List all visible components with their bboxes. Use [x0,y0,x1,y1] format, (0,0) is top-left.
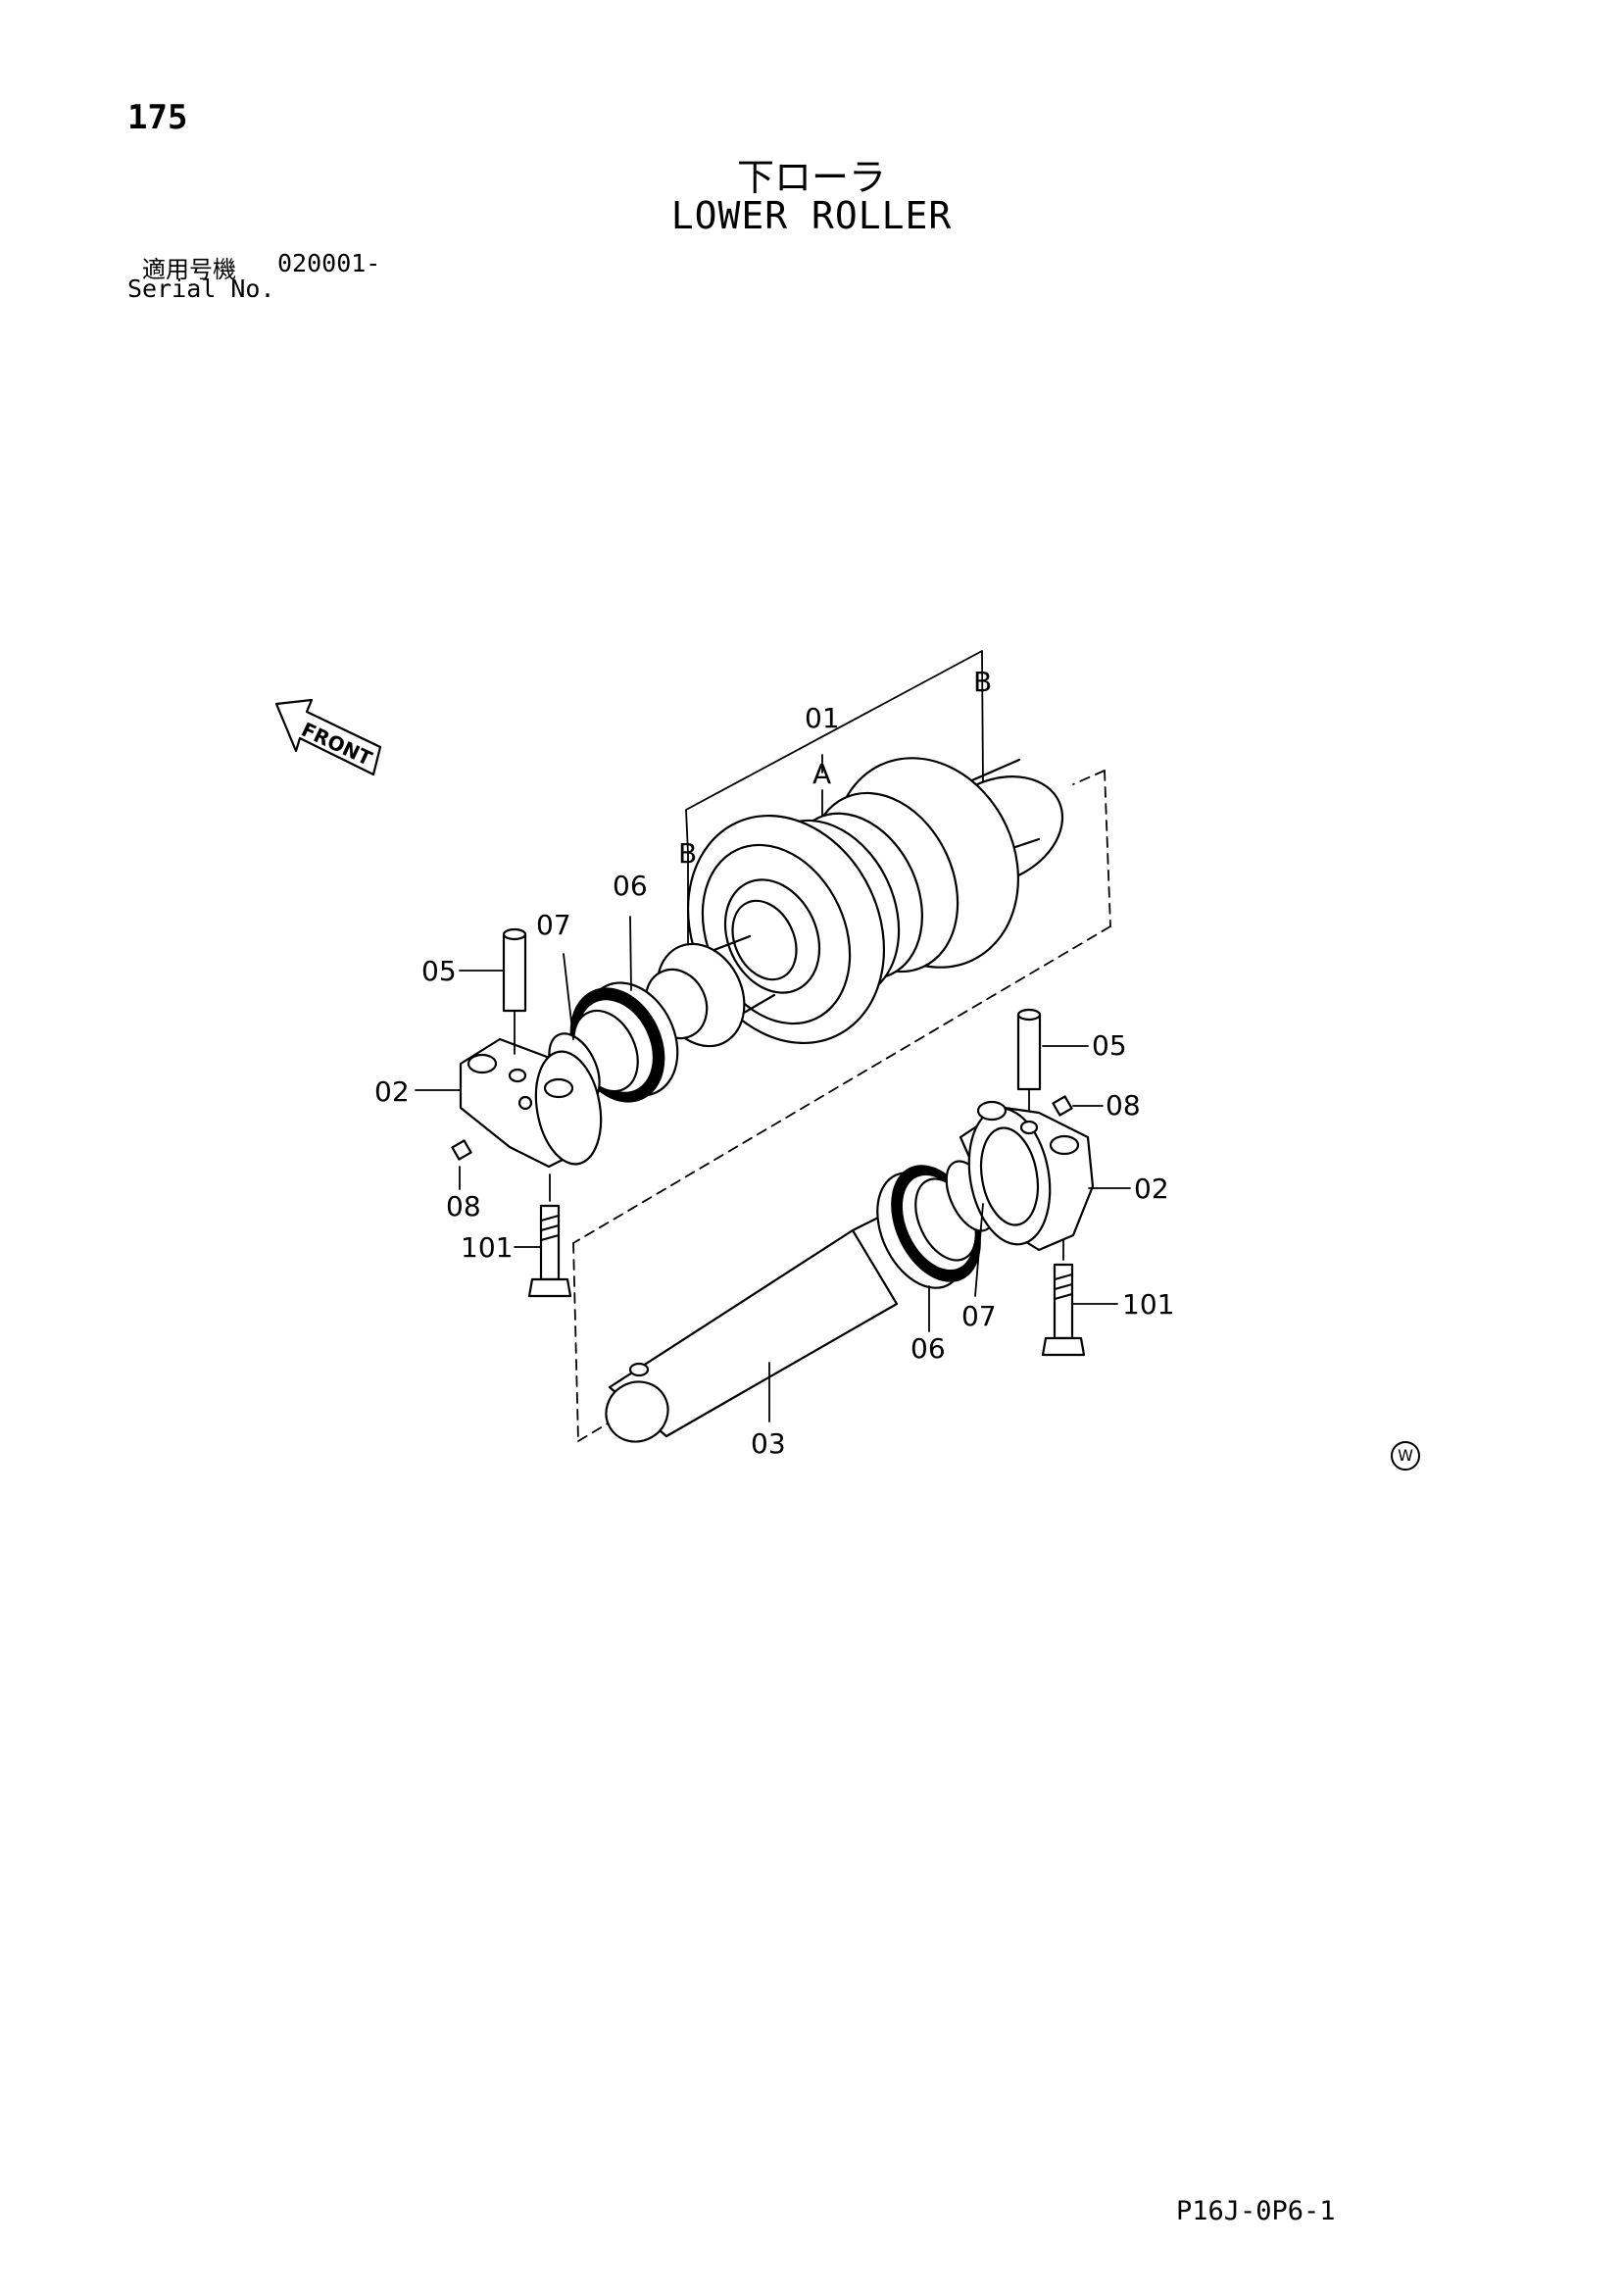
callout-labels: 01 A B B 06 07 05 02 08 101 05 08 02 101… [374,666,1174,1460]
callout-b-left: B [678,837,697,870]
part-03-shaft [605,1214,899,1443]
leader-lines [415,916,1131,1423]
part-06-floating-seal-bottom [876,1165,981,1289]
part-101-bolt-left [527,1204,572,1298]
callout-08-right: 08 [1106,1089,1141,1122]
part-02-support-left [459,1037,603,1169]
callout-02-right: 02 [1134,1173,1169,1205]
manufacturer-mark: W [1391,1441,1420,1471]
serial-value: 020001- [277,249,381,277]
assembly-outline [572,770,1111,1442]
callout-101-left: 101 [461,1231,513,1264]
callout-01: 01 [805,702,840,734]
callout-b-right: B [973,666,992,698]
callout-05-right: 05 [1092,1029,1127,1062]
part-101-bolt-right [1041,1263,1086,1357]
callout-03: 03 [751,1427,786,1460]
callout-05-left: 05 [421,955,457,987]
callout-101-right: 101 [1122,1288,1174,1321]
part-05-pin-left [502,927,527,1013]
callout-07-bottom: 07 [961,1300,997,1332]
serial-label-english: Serial No. [127,275,275,303]
part-05-pin-right [1016,1008,1042,1091]
page-number: 175 [127,98,188,137]
part-02-support-right [959,1100,1095,1252]
callout-07-top: 07 [536,909,571,941]
page-title-english: LOWER ROLLER [670,194,953,237]
page-title-japanese: 下ローラ [736,156,886,199]
callout-08-left: 08 [446,1190,481,1223]
callout-02-left: 02 [374,1075,410,1108]
part-06-floating-seal-top [569,981,679,1103]
part-08-plug-left [451,1139,472,1161]
part-08-plug-right [1052,1095,1073,1117]
callout-06-top: 06 [613,870,648,902]
callout-a: A [812,758,831,790]
front-arrow-icon: FRONT [274,698,382,776]
serial-label-japanese: 適用号機 [142,256,236,283]
callout-06-bottom: 06 [910,1332,946,1365]
part-01-roller [644,757,1064,1048]
figure-code: P16J-0P6-1 [1176,2196,1336,2226]
